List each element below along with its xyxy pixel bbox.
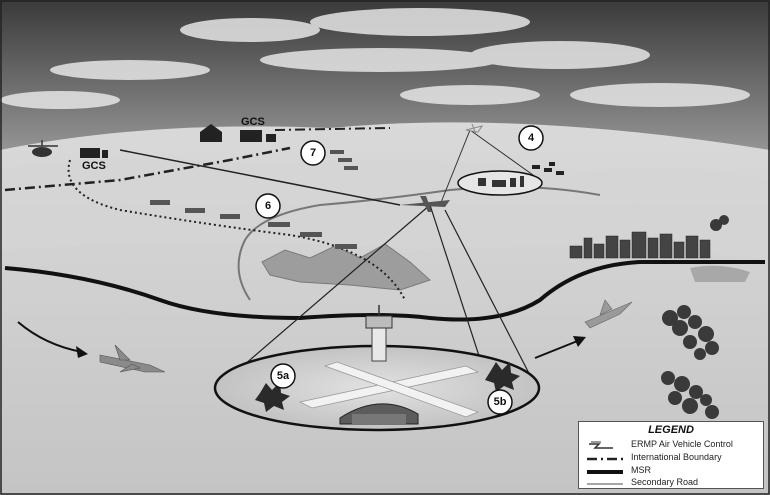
callout-4: 4 xyxy=(518,125,544,151)
vehicles-icon xyxy=(532,162,564,175)
dash-dot-line-icon xyxy=(585,451,627,462)
legend-item-boundary: International Boundary xyxy=(585,451,722,462)
control-link-icon xyxy=(585,438,627,449)
msr-road xyxy=(4,259,765,322)
legend-item-control: ERMP Air Vehicle Control xyxy=(585,438,733,449)
convoy-icon xyxy=(150,150,358,249)
legend-label: ERMP Air Vehicle Control xyxy=(631,438,733,449)
legend-label: International Boundary xyxy=(631,451,722,462)
gcs-label: GCS xyxy=(82,160,106,172)
mountain-ridge xyxy=(261,243,431,291)
gcs-site-icon xyxy=(80,148,108,158)
fighter-jet-icon xyxy=(99,344,166,373)
uav-icon xyxy=(400,196,450,212)
trees-icon xyxy=(661,215,729,419)
legend-label: MSR xyxy=(631,464,651,475)
control-tower-icon xyxy=(365,305,393,362)
thin-line-icon xyxy=(585,476,627,487)
gcs-label: GCS xyxy=(241,116,265,128)
flight-path xyxy=(67,159,406,301)
fighter-jet-icon xyxy=(584,299,633,329)
svg-text:7: 7 xyxy=(310,147,316,159)
hills xyxy=(0,158,770,260)
legend-title: LEGEND xyxy=(648,424,694,436)
city-skyline-icon xyxy=(569,231,711,259)
explosion-icon xyxy=(255,382,290,412)
svg-text:5b: 5b xyxy=(494,396,507,408)
legend-item-msr: MSR xyxy=(585,464,651,475)
svg-text:6: 6 xyxy=(265,200,271,212)
uav-icon xyxy=(465,123,484,135)
hangar-icon xyxy=(339,403,419,425)
gcs-site-icon xyxy=(200,124,276,142)
thick-line-icon xyxy=(585,464,627,475)
explosion-icon xyxy=(485,362,520,392)
legend-item-secondary-road: Secondary Road xyxy=(585,476,698,487)
clouds xyxy=(0,8,750,109)
callout-6: 6 xyxy=(255,193,281,219)
helicopter-icon xyxy=(28,140,58,157)
svg-text:4: 4 xyxy=(528,132,535,144)
ingress-arrow xyxy=(17,321,83,353)
legend: LEGEND ERMP Air Vehicle Control Internat… xyxy=(578,421,764,489)
runway-cross xyxy=(298,361,480,418)
callout-5a: 5a xyxy=(270,363,296,389)
callout-7: 7 xyxy=(300,140,326,166)
legend-label: Secondary Road xyxy=(631,476,699,487)
callout-5b: 5b xyxy=(487,389,513,415)
target-vehicles-icon xyxy=(478,176,524,187)
svg-text:5a: 5a xyxy=(277,370,290,382)
